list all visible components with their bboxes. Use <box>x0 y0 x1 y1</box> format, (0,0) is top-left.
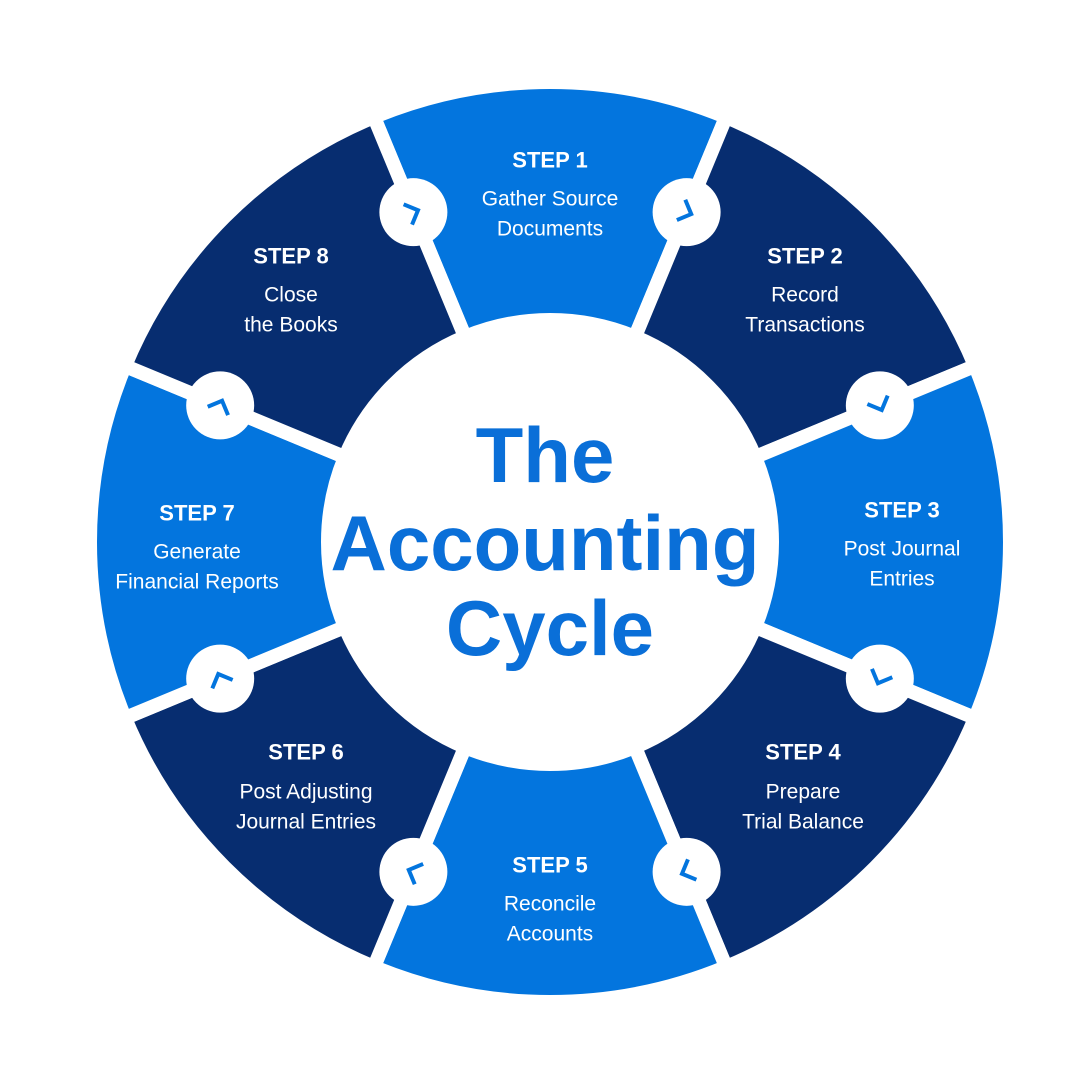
clockwise-chevron-icon <box>206 398 230 416</box>
step-8-segment <box>115 107 475 467</box>
step-6-segment <box>115 617 475 977</box>
step-8-label: STEP 8 <box>253 244 328 269</box>
clockwise-chevron-icon <box>676 198 694 222</box>
step-1-segment <box>364 75 736 347</box>
step-2-label: STEP 2 <box>767 244 842 269</box>
clockwise-chevron-icon <box>406 862 424 886</box>
connector-circle <box>379 837 448 906</box>
step-1-label: STEP 1 <box>512 148 587 173</box>
step-3-description-line-2: Entries <box>869 568 934 591</box>
connector-circle <box>186 644 255 713</box>
connector-7-to-8 <box>186 371 255 440</box>
step-1-description-line-1: Gather Source <box>482 188 619 211</box>
step-7-description-line-1: Generate <box>153 541 241 564</box>
step-6-description-line-1: Post Adjusting <box>239 781 372 804</box>
step-3-label: STEP 3 <box>864 498 939 523</box>
step-7-label: STEP 7 <box>159 501 234 526</box>
connector-circle <box>845 371 914 440</box>
connector-8-to-1 <box>379 178 448 247</box>
clockwise-chevron-icon <box>679 858 698 882</box>
step-1-description-line-2: Documents <box>497 218 603 241</box>
step-7-description-line-2: Financial Reports <box>115 571 278 594</box>
connector-6-to-7 <box>186 644 255 713</box>
step-3-description-line-1: Post Journal <box>844 538 961 561</box>
step-7-segment <box>83 356 355 728</box>
title-line-2: Accounting <box>331 499 760 587</box>
connector-circle <box>652 837 721 906</box>
step-5-description-line-2: Accounts <box>507 923 593 946</box>
step-8-description-line-2: the Books <box>244 314 337 337</box>
connector-2-to-3 <box>845 371 914 440</box>
connector-3-to-4 <box>845 644 914 713</box>
clockwise-chevron-icon <box>210 671 234 690</box>
step-2-description-line-2: Transactions <box>745 314 864 337</box>
step-3-segment <box>745 356 1017 728</box>
connector-circle <box>652 178 721 247</box>
connector-circle <box>379 178 448 247</box>
step-2-description-line-1: Record <box>771 284 839 307</box>
title-line-3: Cycle <box>446 584 654 672</box>
step-5-label: STEP 5 <box>512 853 587 878</box>
step-4-description-line-1: Prepare <box>766 781 841 804</box>
clockwise-chevron-icon <box>870 668 894 686</box>
connector-circle <box>845 644 914 713</box>
step-8-description-line-1: Close <box>264 284 318 307</box>
clockwise-chevron-icon <box>402 202 421 226</box>
step-6-label: STEP 6 <box>268 740 343 765</box>
step-5-segment <box>364 737 736 1009</box>
connector-circle <box>186 371 255 440</box>
connector-1-to-2 <box>652 178 721 247</box>
step-4-segment <box>625 617 985 977</box>
step-2-segment <box>625 107 985 467</box>
center-title: The Accounting Cycle <box>331 411 760 672</box>
clockwise-chevron-icon <box>866 394 890 413</box>
title-line-1: The <box>476 411 615 499</box>
step-5-description-line-1: Reconcile <box>504 893 596 916</box>
connector-5-to-6 <box>379 837 448 906</box>
step-4-description-line-2: Trial Balance <box>742 811 864 834</box>
step-6-description-line-2: Journal Entries <box>236 811 376 834</box>
connector-4-to-5 <box>652 837 721 906</box>
step-4-label: STEP 4 <box>765 740 841 765</box>
